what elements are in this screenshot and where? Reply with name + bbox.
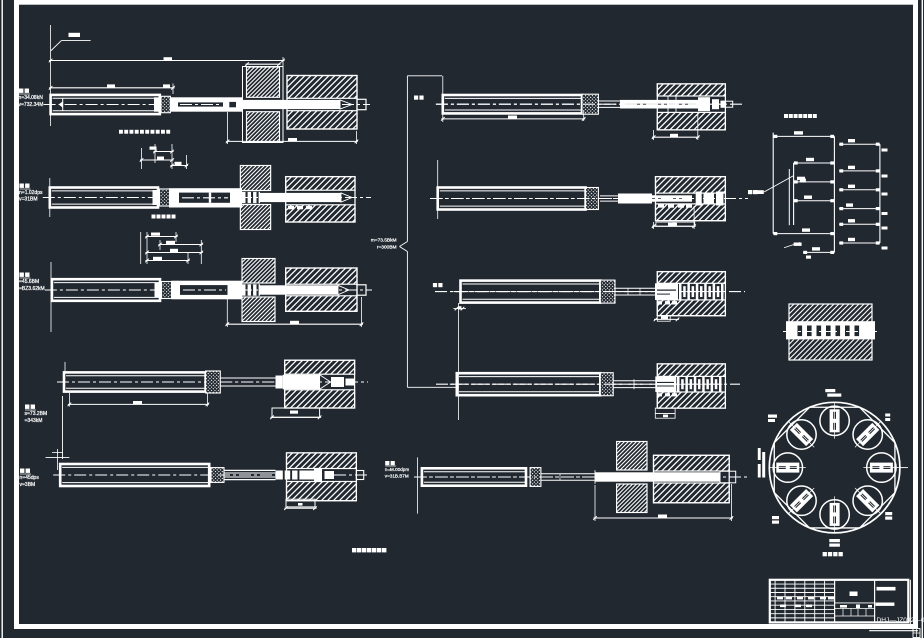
svg-text:v=31BM: v=31BM: [19, 197, 37, 203]
svg-text:n=M.00dpm: n=M.00dpm: [385, 467, 410, 472]
svg-text:n=34.08kN: n=34.08kN: [19, 95, 44, 101]
svg-text:n=45dps: n=45dps: [20, 475, 40, 481]
svg-text:=BZ3.62kM: =BZ3.62kM: [19, 286, 45, 292]
svg-text:n=1.02dps: n=1.02dps: [19, 190, 43, 196]
svg-text:s=73.2BM: s=73.2BM: [25, 411, 48, 417]
svg-text:v=31B.B7M: v=31B.B7M: [385, 474, 409, 479]
svg-text:DHJ—JZ032—04: DHJ—JZ032—04: [877, 617, 924, 624]
svg-text:m=73.5BkM: m=73.5BkM: [371, 237, 397, 243]
svg-text:v=732.34M: v=732.34M: [19, 102, 44, 108]
svg-text:r=300BM: r=300BM: [377, 244, 397, 250]
svg-text:=343kM: =343kM: [25, 418, 43, 424]
svg-text:v=3BM: v=3BM: [20, 482, 36, 488]
svg-text:=45.6BM: =45.6BM: [19, 279, 39, 285]
